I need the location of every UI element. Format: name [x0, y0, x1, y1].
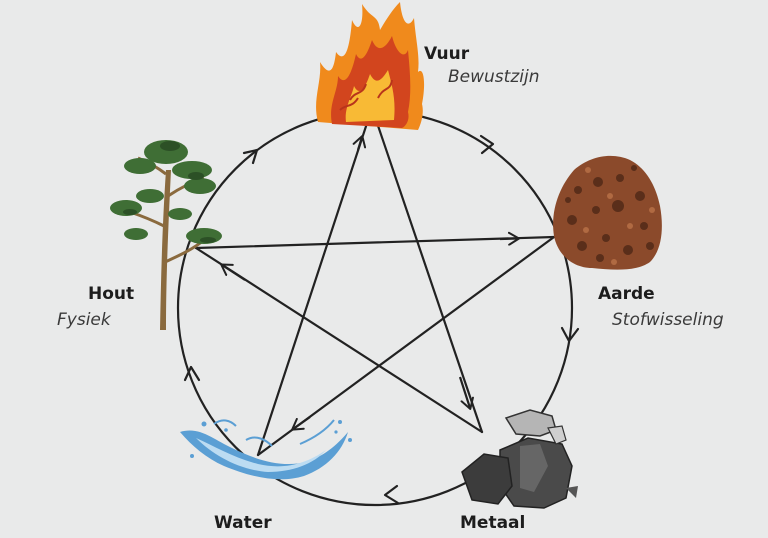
fire-icon: [316, 2, 425, 130]
arrow-vuur-aarde: [479, 134, 495, 155]
label-water: Water: [214, 513, 272, 533]
arrow-hout-aarde: [499, 231, 520, 246]
arrow-metaal-hout: [220, 263, 246, 281]
water-icon: [180, 419, 352, 480]
arrow-aarde-metaal: [560, 326, 580, 343]
star-line-water-vuur: [256, 106, 374, 457]
label-metaal: Metaal: [460, 513, 526, 533]
pentagram: [194, 106, 556, 457]
label-vuur: Vuur: [424, 44, 470, 64]
earth-icon: [553, 155, 662, 270]
subtitle-vuur: Bewustzijn: [448, 67, 540, 87]
arrow-water-hout: [183, 365, 201, 382]
arrow-water-vuur: [352, 135, 367, 151]
arrow-metaal-water: [383, 484, 400, 505]
star-line-vuur-metaal: [370, 106, 484, 434]
subtitle-hout: Fysiek: [57, 310, 111, 330]
tree-icon: [110, 140, 222, 330]
arrow-vuur-metaal: [458, 376, 474, 410]
metal-icon: [461, 409, 578, 509]
arrow-aarde-water: [291, 416, 311, 431]
pentagram-arrows: [220, 135, 520, 431]
label-hout: Hout: [88, 284, 135, 304]
circle-arrows: [183, 134, 580, 505]
star-line-hout-aarde: [194, 235, 556, 250]
label-aarde: Aarde: [598, 284, 655, 304]
subtitle-aarde: Stofwisseling: [612, 310, 724, 330]
arrow-hout-vuur: [242, 148, 259, 165]
